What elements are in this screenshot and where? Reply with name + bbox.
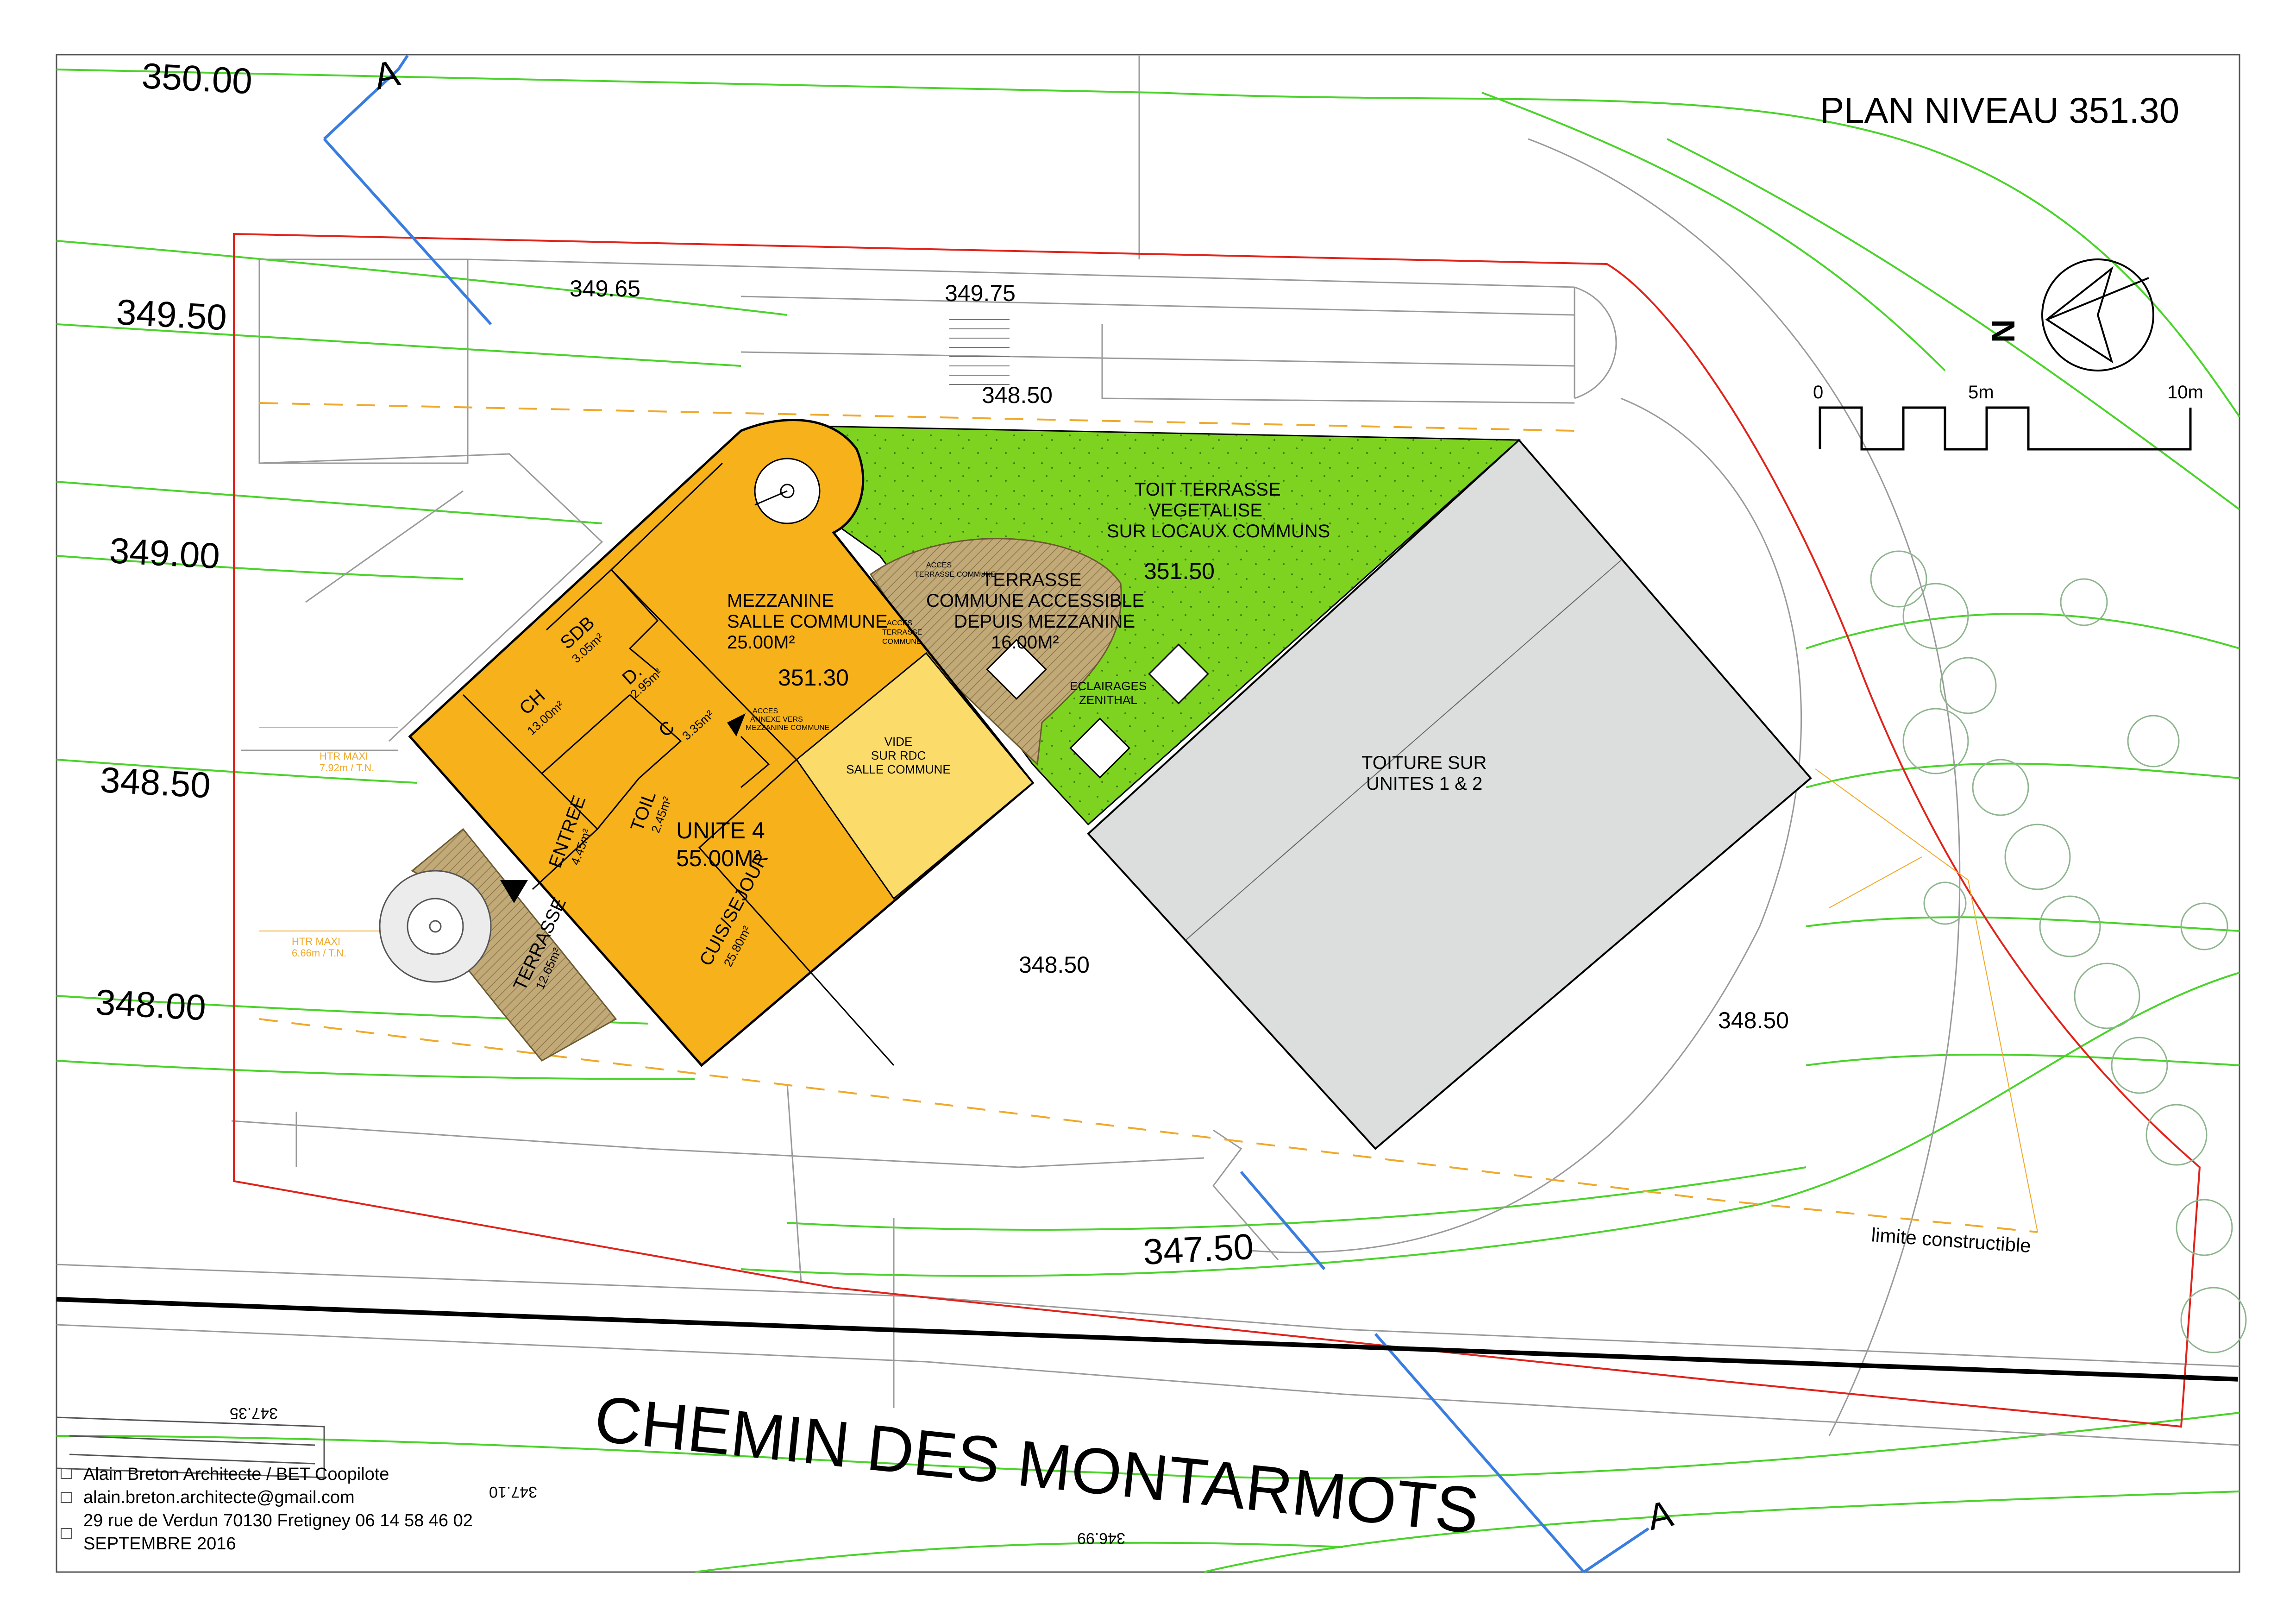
svg-text:HTR MAXI: HTR MAXI xyxy=(292,936,340,947)
label-acces-commune: ACCES TERRASSE COMMUNE xyxy=(915,561,996,579)
unite-4-building xyxy=(408,419,1035,1067)
spot-level-348-50-right: 348.50 xyxy=(1718,1007,1789,1033)
entry-arrow xyxy=(500,880,528,903)
road-level-346-99: 346.99 xyxy=(1077,1529,1125,1547)
svg-text:TOITURE SUR: TOITURE SUR xyxy=(1361,753,1487,773)
scale-bar xyxy=(1819,406,2192,451)
svg-text:alain.breton.architecte@gmail.: alain.breton.architecte@gmail.com xyxy=(83,1488,355,1507)
svg-text:UNITE 4: UNITE 4 xyxy=(676,818,765,843)
svg-text:ACCES: ACCES xyxy=(887,619,912,627)
skylights xyxy=(986,639,1209,779)
roof-ridge xyxy=(1185,560,1621,941)
north-arrow xyxy=(2041,258,2154,371)
spot-level-351-50: 351.50 xyxy=(1144,558,1215,584)
spot-level-348-50-top: 348.50 xyxy=(982,382,1053,408)
section-line-a xyxy=(323,55,1650,1573)
contour-label-350: 350.00 xyxy=(141,55,253,101)
spot-level-349-65: 349.65 xyxy=(570,276,640,302)
label-sdb: SDB 3.05m² xyxy=(557,612,607,666)
road-features xyxy=(56,1416,325,1478)
property-boundary xyxy=(233,233,2201,1428)
svg-text:16.00M²: 16.00M² xyxy=(991,632,1059,653)
scale-label-0: 0 xyxy=(1813,382,1823,403)
label-acces-escalier: ACCES ANNEXE VERS MEZZANINE COMMUNE xyxy=(746,707,829,732)
roof-unites-1-2 xyxy=(1087,439,1812,1150)
svg-text:UNITES 1 & 2: UNITES 1 & 2 xyxy=(1366,774,1482,794)
vegetation xyxy=(1870,550,2247,1353)
svg-text:ZENITHAL: ZENITHAL xyxy=(1079,693,1137,707)
label-vide: VIDE SUR RDC SALLE COMMUNE xyxy=(846,735,950,776)
svg-text:VEGETALISE: VEGETALISE xyxy=(1148,500,1262,521)
svg-text:COMMUNE ACCESSIBLE: COMMUNE ACCESSIBLE xyxy=(926,591,1144,611)
svg-text:29 rue de Verdun 70130 Fretign: 29 rue de Verdun 70130 Fretigney 06 14 5… xyxy=(83,1511,473,1530)
section-label-bottom: A xyxy=(1644,1492,1677,1538)
svg-text:DEPUIS MEZZANINE: DEPUIS MEZZANINE xyxy=(954,611,1135,632)
label-toit-vegetal: TOIT TERRASSE VEGETALISE SUR LOCAUX COMM… xyxy=(1107,479,1330,541)
spiral-stair-mezzanine xyxy=(754,458,821,524)
spot-level-351-30: 351.30 xyxy=(778,665,849,691)
contour-label-348: 348.00 xyxy=(94,981,207,1028)
vide-salle-commune xyxy=(795,652,1034,900)
svg-text:ANNEXE VERS: ANNEXE VERS xyxy=(750,716,803,723)
mezzanine-arrow xyxy=(727,713,746,736)
svg-text:COMMUNE: COMMUNE xyxy=(882,638,921,646)
svg-text:SUR RDC: SUR RDC xyxy=(871,749,926,762)
spot-level-348-50-mid: 348.50 xyxy=(1019,952,1090,978)
spiral-stair-exterior xyxy=(379,870,492,983)
existing-features xyxy=(56,56,2240,1446)
sheet-frame xyxy=(56,54,2240,1573)
road-level-347-35: 347.35 xyxy=(230,1404,278,1422)
scale-label-5m: 5m xyxy=(1968,382,1994,403)
svg-text:25.00M²: 25.00M² xyxy=(727,632,795,653)
svg-text:MEZZANINE COMMUNE: MEZZANINE COMMUNE xyxy=(746,724,829,732)
label-toiture: TOITURE SUR UNITES 1 & 2 xyxy=(1361,753,1487,794)
svg-text:TERRASSE: TERRASSE xyxy=(882,629,922,636)
svg-text:TOIT TERRASSE: TOIT TERRASSE xyxy=(1135,479,1281,500)
terrasse-commune-deck xyxy=(869,538,1122,766)
credits-block: Alain Breton Architecte / BET Coopilote … xyxy=(61,1465,473,1554)
north-label: N xyxy=(1985,319,2021,343)
svg-text:SUR LOCAUX COMMUNS: SUR LOCAUX COMMUNS xyxy=(1107,521,1330,541)
svg-text:SALLE COMMUNE: SALLE COMMUNE xyxy=(846,762,950,776)
label-terrasse-commune: TERRASSE COMMUNE ACCESSIBLE DEPUIS MEZZA… xyxy=(926,570,1144,653)
svg-text:HTR MAXI: HTR MAXI xyxy=(320,750,368,762)
svg-text:6.66m / T.N.: 6.66m / T.N. xyxy=(292,947,346,959)
svg-text:7.92m / T.N.: 7.92m / T.N. xyxy=(320,762,374,774)
contour-label-348-5: 348.50 xyxy=(99,759,212,805)
height-leaders xyxy=(259,727,2038,1233)
road-level-347-10: 347.10 xyxy=(489,1483,537,1501)
contour-lines xyxy=(56,69,2240,1573)
contour-label-349-5: 349.50 xyxy=(115,291,228,338)
scale-label-10m: 10m xyxy=(2167,382,2203,403)
road-edge xyxy=(56,1297,2238,1382)
svg-text:SALLE COMMUNE: SALLE COMMUNE xyxy=(727,611,888,632)
svg-text:TERRASSE: TERRASSE xyxy=(982,570,1082,590)
svg-text:VIDE: VIDE xyxy=(885,735,913,749)
svg-text:ACCES: ACCES xyxy=(753,707,778,715)
label-eclairages: ECLAIRAGES ZENITHAL xyxy=(1070,679,1147,707)
svg-text:TERRASSE COMMUNE: TERRASSE COMMUNE xyxy=(915,571,996,579)
street-name: CHEMIN DES MONTARMOTS xyxy=(591,1382,1482,1548)
contour-label-347-5: 347.50 xyxy=(1142,1226,1255,1272)
plan-title: PLAN NIVEAU 351.30 xyxy=(1820,90,2179,131)
svg-text:SEPTEMBRE 2016: SEPTEMBRE 2016 xyxy=(83,1534,236,1554)
spot-level-349-75: 349.75 xyxy=(945,280,1016,306)
height-note-2: HTR MAXI 6.66m / T.N. xyxy=(292,936,346,959)
setback-line xyxy=(259,402,2038,1233)
label-acces-terrasse: ACCES TERRASSE COMMUNE xyxy=(882,619,922,646)
stairs xyxy=(949,319,1010,385)
interior-walls xyxy=(462,462,895,1066)
label-mezzanine: MEZZANINE SALLE COMMUNE 25.00M² xyxy=(727,591,888,653)
svg-text:ACCES: ACCES xyxy=(926,561,952,569)
height-note-1: HTR MAXI 7.92m / T.N. xyxy=(320,750,374,774)
label-unite-4: UNITE 4 55.00M² xyxy=(676,818,765,871)
svg-text:Alain Breton Architecte / BET: Alain Breton Architecte / BET Coopilote xyxy=(83,1465,389,1484)
svg-text:ECLAIRAGES: ECLAIRAGES xyxy=(1070,679,1147,693)
svg-text:MEZZANINE: MEZZANINE xyxy=(727,591,834,611)
svg-text:55.00M²: 55.00M² xyxy=(676,845,761,871)
contour-label-349: 349.00 xyxy=(108,530,221,576)
